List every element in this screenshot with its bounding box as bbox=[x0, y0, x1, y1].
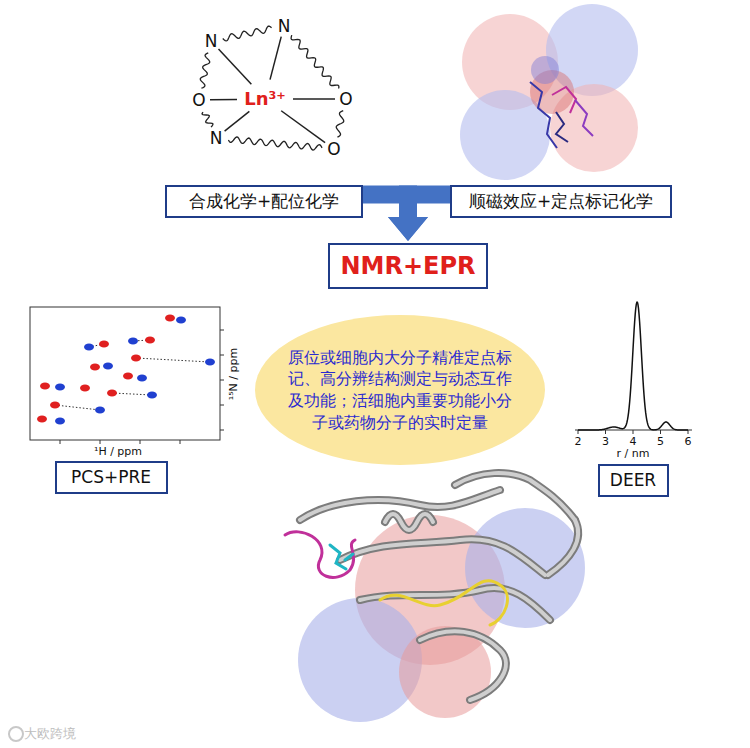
ligand-chain bbox=[223, 26, 272, 41]
peak bbox=[137, 375, 147, 382]
peak bbox=[37, 416, 47, 423]
ligand-chain bbox=[291, 35, 339, 88]
nmr-spectrum bbox=[30, 307, 224, 444]
ellipse-outline bbox=[254, 314, 546, 466]
axis-tick bbox=[660, 430, 661, 434]
peak bbox=[107, 390, 117, 397]
shift-line bbox=[136, 358, 210, 362]
axis-label: ¹H / ppm bbox=[94, 446, 142, 458]
method-box: 顺磁效应+定点标记化学 bbox=[450, 185, 672, 218]
watermark-icon bbox=[9, 727, 23, 741]
method-box: PCS+PRE bbox=[55, 461, 168, 494]
peak bbox=[205, 359, 215, 366]
peak bbox=[90, 364, 100, 371]
atom-label: O bbox=[339, 90, 352, 109]
peak bbox=[99, 341, 109, 348]
peak bbox=[95, 407, 105, 414]
coordination-bond bbox=[270, 37, 281, 80]
lanthanide-complex bbox=[200, 26, 344, 150]
coordination-bond bbox=[281, 111, 325, 143]
atom-label: N bbox=[205, 32, 218, 51]
coordination-bond bbox=[225, 111, 250, 131]
axis-tick bbox=[633, 430, 634, 434]
node-text: 顺磁效应+定点标记化学 bbox=[469, 191, 653, 211]
flow-arrow bbox=[408, 195, 450, 218]
peak bbox=[84, 344, 94, 351]
tick-label: 4 bbox=[630, 436, 637, 448]
tick-label: 6 bbox=[685, 436, 692, 448]
protein-structure bbox=[285, 473, 585, 722]
peak bbox=[50, 402, 60, 409]
tick-label: 2 bbox=[575, 436, 582, 448]
peak bbox=[55, 384, 65, 391]
ligand-chain bbox=[228, 137, 322, 150]
peak bbox=[55, 418, 65, 425]
peak bbox=[165, 315, 175, 322]
shift-line bbox=[112, 393, 152, 395]
coordination-bond bbox=[293, 98, 335, 100]
node-text: DEER bbox=[610, 470, 656, 490]
peak bbox=[145, 337, 155, 344]
watermark: 大欧跨境 bbox=[24, 727, 76, 741]
ligand-chain bbox=[200, 53, 209, 88]
peak bbox=[103, 363, 113, 370]
peak bbox=[128, 338, 138, 345]
peak bbox=[123, 373, 133, 380]
ligand-chain bbox=[336, 111, 343, 137]
atom-label: Ln³⁺ bbox=[244, 89, 286, 109]
deer-plot bbox=[575, 302, 692, 434]
method-box: DEER bbox=[598, 464, 669, 497]
axis-label: r / nm bbox=[617, 448, 650, 460]
peak bbox=[40, 383, 50, 390]
peak bbox=[80, 385, 90, 392]
atom-label: N bbox=[210, 129, 223, 148]
paramagnetic-lobes bbox=[460, 4, 638, 180]
ellipse-fill bbox=[255, 315, 545, 465]
node-text: 原位或细胞内大分子精准定点标记、高分辨结构测定与动态互作及功能；活细胞内重要功能… bbox=[281, 347, 519, 433]
peak bbox=[131, 355, 141, 362]
node-text: 合成化学+配位化学 bbox=[189, 191, 339, 211]
axis-tick bbox=[605, 430, 606, 434]
tick-label: 3 bbox=[602, 436, 609, 448]
application-ellipse: 原位或细胞内大分子精准定点标记、高分辨结构测定与动态互作及功能；活细胞内重要功能… bbox=[254, 314, 546, 466]
ligand-chain bbox=[202, 112, 213, 127]
atom-label: O bbox=[327, 140, 340, 159]
coordination-bond bbox=[210, 99, 237, 101]
atom-label: N bbox=[278, 17, 291, 36]
shift-line bbox=[55, 405, 100, 410]
method-box: 合成化学+配位化学 bbox=[165, 185, 363, 218]
peak bbox=[147, 392, 157, 399]
node-text: NMR+EPR bbox=[340, 252, 475, 281]
peak bbox=[176, 317, 186, 324]
atom-label: O bbox=[192, 91, 205, 110]
axis-label: ¹⁵N / ppm bbox=[228, 348, 240, 400]
tick-label: 5 bbox=[657, 436, 664, 448]
node-text: PCS+PRE bbox=[71, 467, 151, 487]
coordination-bond bbox=[218, 49, 251, 84]
technique-box: NMR+EPR bbox=[328, 243, 488, 289]
